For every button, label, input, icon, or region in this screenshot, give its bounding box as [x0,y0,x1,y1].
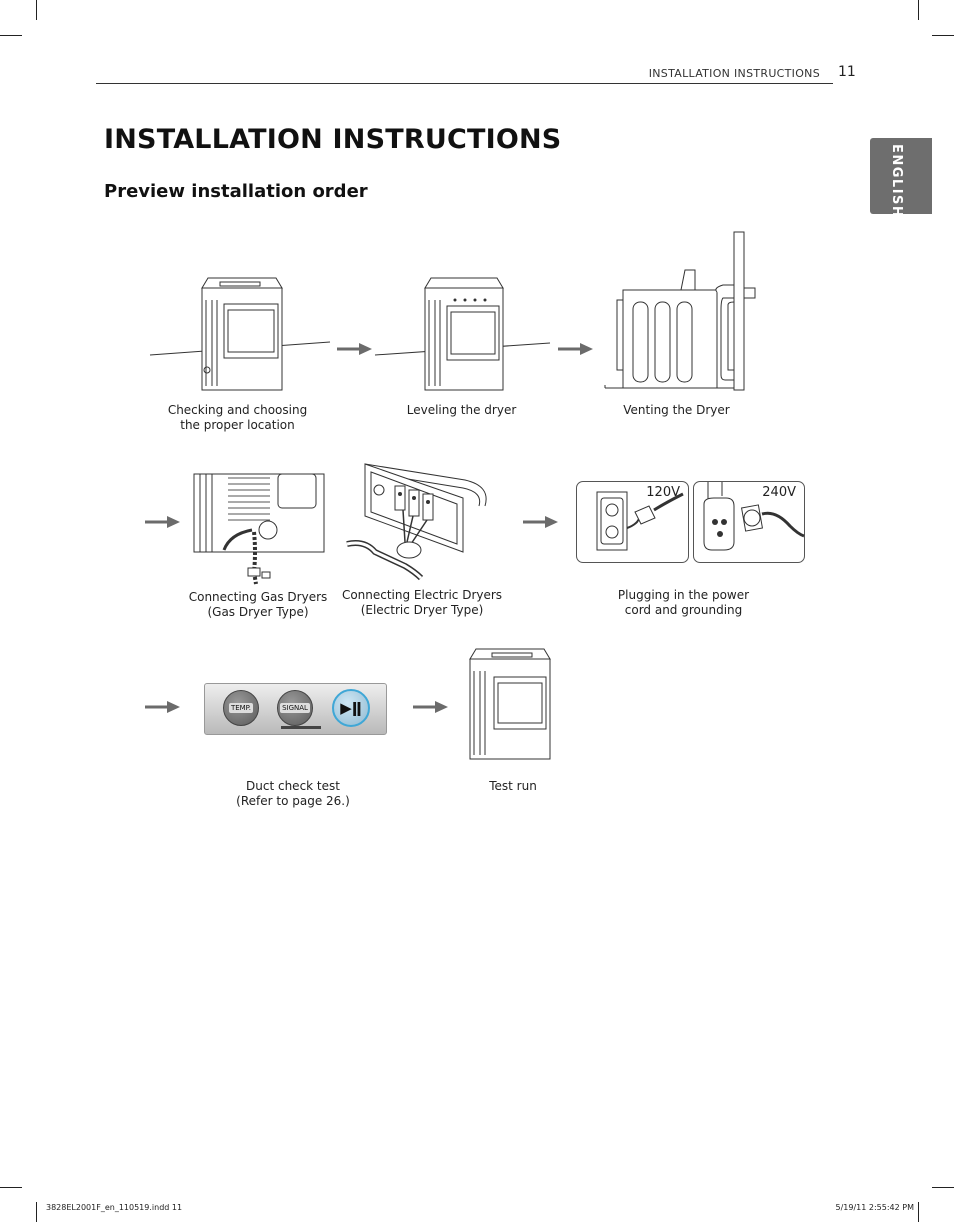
caption-line: (Electric Dryer Type) [360,603,484,617]
arrow-right-icon [413,701,448,713]
caption-line: (Refer to page 26.) [236,794,350,808]
crop-mark [36,1202,37,1222]
arrow-right-icon [337,343,372,355]
step-caption-duct: Duct check test (Refer to page 26.) [218,779,368,809]
voltage-label-240: 240V [762,485,796,500]
dryer-location-illustration [149,277,331,391]
page-number: 11 [838,64,856,80]
crop-mark [0,35,22,36]
caption-line: Leveling the dryer [406,403,517,417]
caption-line: Connecting Electric Dryers [341,588,503,602]
temp-button: TEMP. [223,690,259,726]
dryer-leveling-illustration [374,277,551,391]
arrow-right-icon [558,343,593,355]
crop-mark [0,1187,22,1188]
caption-line: cord and grounding [624,603,743,617]
outlet-240v-panel: 240V [693,481,805,563]
caption-line: Duct check test [246,779,340,793]
caption-line: (Gas Dryer Type) [207,605,309,619]
crop-mark [932,1187,954,1188]
step-caption-testrun: Test run [472,779,554,794]
control-panel-illustration: TEMP. SIGNAL ▶ǁ [204,683,387,735]
running-header: INSTALLATION INSTRUCTIONS [648,67,820,80]
language-label: ENGLISH [889,144,904,219]
caption-line: Connecting Gas Dryers [188,590,328,604]
step-caption-location: Checking and choosing the proper locatio… [150,403,325,433]
arrow-right-icon [145,516,180,528]
footer-timestamp: 5/19/11 2:55:42 PM [835,1203,915,1212]
caption-line: Checking and choosing [167,403,308,417]
outlet-240v-icon [703,482,805,551]
outlet-120v-panel: 120V [576,481,689,563]
temp-button-label: TEMP. [228,703,254,713]
crop-mark [918,0,919,20]
step-caption-power: Plugging in the power cord and grounding [606,588,761,618]
page-title: INSTALLATION INSTRUCTIONS [104,124,562,155]
step-caption-leveling: Leveling the dryer [390,403,533,418]
play-pause-icon: ▶ǁ [340,699,362,717]
dryer-venting-illustration [604,231,756,391]
caption-line: Venting the Dryer [623,403,730,417]
dryer-testrun-illustration [469,648,551,760]
voltage-label-120: 120V [646,485,680,500]
caption-line: Plugging in the power [617,588,750,602]
start-pause-button: ▶ǁ [332,689,370,727]
language-tab: ENGLISH [870,138,932,218]
header-rule [96,83,833,84]
section-subtitle: Preview installation order [104,181,368,202]
gas-connection-illustration [193,473,325,585]
crop-mark [36,0,37,20]
electric-connection-illustration [346,463,487,581]
panel-label-strip [281,726,321,729]
arrow-right-icon [523,516,558,528]
step-caption-venting: Venting the Dryer [610,403,743,418]
signal-button: SIGNAL [277,690,313,726]
outlet-120v-icon [596,491,684,551]
arrow-right-icon [145,701,180,713]
step-caption-electric: Connecting Electric Dryers (Electric Dry… [340,588,504,618]
signal-button-label: SIGNAL [280,703,310,713]
crop-mark [932,35,954,36]
caption-line: Test run [489,779,537,793]
footer-file-info: 3828EL2001F_en_110519.indd 11 [46,1203,183,1212]
crop-mark [918,1202,919,1222]
step-caption-gas: Connecting Gas Dryers (Gas Dryer Type) [182,590,334,620]
caption-line: the proper location [180,418,295,432]
